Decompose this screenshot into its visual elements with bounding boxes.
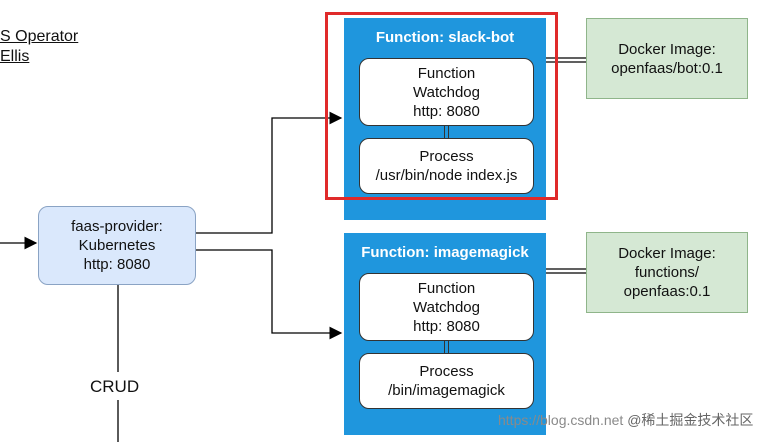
docker-line-1: Docker Image: xyxy=(618,245,716,262)
watchdog-box: Function Watchdog http: 8080 xyxy=(359,58,534,126)
docker-line-2: functions/ xyxy=(634,264,700,281)
process-line-2: /bin/imagemagick xyxy=(388,382,505,399)
process-line-1: Process xyxy=(419,148,474,165)
function-panel-imagemagick: Function: imagemagick Function Watchdog … xyxy=(344,233,546,435)
docker-line-1: Docker Image: xyxy=(618,40,716,58)
provider-line-2: Kubernetes xyxy=(78,237,156,254)
function-title: Function: imagemagick xyxy=(361,244,529,261)
watchdog-process-link-left xyxy=(444,126,445,138)
watermark-url: https://blog.csdn.net xyxy=(498,412,624,428)
watchdog-process-link-right xyxy=(448,126,449,138)
watermark-brand: @稀土掘金技术社区 xyxy=(627,412,754,428)
docker-image-box-functions: Docker Image: functions/ openfaas:0.1 xyxy=(586,232,748,313)
crud-label: CRUD xyxy=(90,377,140,396)
watchdog-line-3: http: 8080 xyxy=(413,102,480,120)
docker-image-box-bot: Docker Image: openfaas/bot:0.1 xyxy=(586,18,748,99)
watchdog-line-3: http: 8080 xyxy=(413,317,480,335)
provider-line-1: faas-provider: xyxy=(71,218,163,235)
arrow-to-imagemagick xyxy=(196,249,343,340)
faas-provider-box: faas-provider: Kubernetes http: 8080 xyxy=(38,206,196,285)
process-line-1: Process xyxy=(419,363,474,380)
process-line-2: /usr/bin/node index.js xyxy=(375,167,518,184)
watchdog-line-1: Function xyxy=(417,279,476,297)
diagram-title-line-1: S Operator xyxy=(0,28,79,45)
highlight-frame xyxy=(325,12,558,200)
provider-line-3: http: 8080 xyxy=(83,256,151,273)
watchdog-process-link-left xyxy=(444,341,445,353)
docker-line-3: openfaas:0.1 xyxy=(623,283,711,300)
arrow-to-slack-bot xyxy=(196,111,343,234)
process-box: Process /bin/imagemagick xyxy=(359,353,534,409)
watermark: https://blog.csdn.net @稀土掘金技术社区 xyxy=(498,410,753,430)
function-title: Function: slack-bot xyxy=(375,29,515,46)
function-panel-slack-bot: Function: slack-bot Function Watchdog ht… xyxy=(344,18,546,220)
watchdog-process-link-right xyxy=(448,341,449,353)
diagram-title-line-2: Ellis xyxy=(0,48,30,65)
docker-line-2: openfaas/bot:0.1 xyxy=(611,59,723,77)
watchdog-box: Function Watchdog http: 8080 xyxy=(359,273,534,341)
watchdog-line-2: Watchdog xyxy=(413,83,480,101)
process-box: Process /usr/bin/node index.js xyxy=(359,138,534,194)
watchdog-line-1: Function xyxy=(417,64,476,82)
watchdog-line-2: Watchdog xyxy=(413,298,480,316)
